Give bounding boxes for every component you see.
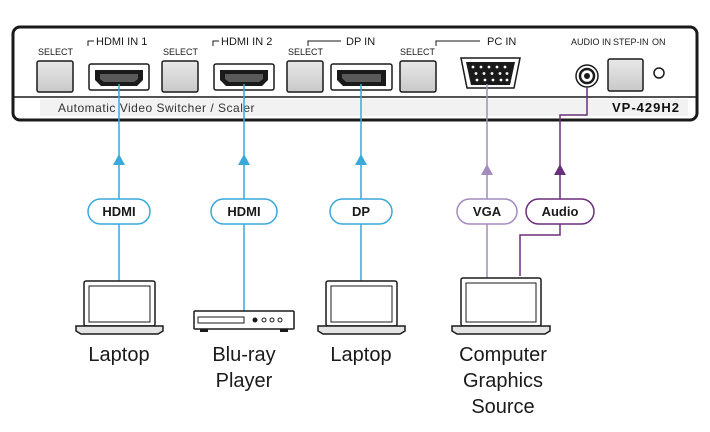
device-subtitle: Automatic Video Switcher / Scaler [58,101,255,115]
caption-computer-line-1: Computer [459,344,547,366]
caption-computer-line-3: Source [471,396,534,418]
cable-tag-vga [456,198,518,225]
audio-jack-icon [575,64,599,88]
select-label-4: SELECT [400,47,436,57]
select-button-dp[interactable] [286,60,324,93]
cable-tag-hdmi-2 [210,198,278,225]
arrow-up-icon [113,154,125,165]
step-in-button[interactable] [607,58,644,92]
panel-footer-strip [40,99,688,116]
select-label-2: SELECT [163,47,199,57]
cable-tag-audio-label: Audio [542,204,579,219]
bluray-player-icon [193,310,295,332]
bracket-dp [307,40,341,46]
label-hdmi-in-1: HDMI IN 1 [96,36,147,48]
select-button-pc[interactable] [399,60,437,93]
vga-port-icon [460,57,521,89]
label-pc-in: PC IN [487,36,516,48]
bracket-pc [435,40,480,46]
cable-tag-dp [329,198,393,225]
power-led-icon [653,67,665,79]
hdmi-port-2-icon [213,63,275,91]
label-audio-in: AUDIO IN [571,37,611,47]
caption-computer-line-2: Graphics [463,370,543,392]
arrow-up-icon [554,164,566,175]
cable-tag-hdmi-2-label: HDMI [227,204,260,219]
source-captions: Laptop Blu-ray Player Laptop Computer Gr… [88,344,547,418]
cable-tag-audio [525,198,595,225]
label-on: ON [652,37,666,47]
caption-laptop-1: Laptop [88,344,149,366]
device-front-panel: SELECT SELECT SELECT SELECT HDMI IN 1 HD… [11,25,699,122]
laptop-2-icon [317,280,406,335]
arrow-up-icon [481,164,493,175]
bracket-hdmi1 [87,40,94,46]
label-dp-in: DP IN [346,36,375,48]
cable-tag-hdmi-1 [87,198,151,225]
cable-tag-dp-label: DP [352,204,370,219]
select-button-hdmi2[interactable] [161,60,199,93]
computer-laptop-icon [451,277,551,335]
bracket-hdmi2 [212,40,219,46]
label-hdmi-in-2: HDMI IN 2 [221,36,272,48]
device-model: VP-429H2 [612,100,680,115]
cable-tag-hdmi-1-label: HDMI [102,204,135,219]
label-step-in: STEP-IN [613,37,649,47]
select-label-3: SELECT [288,47,324,57]
caption-bluray-line-2: Player [216,370,273,392]
displayport-port-icon [330,63,393,91]
caption-laptop-2: Laptop [330,344,391,366]
select-label-1: SELECT [38,47,74,57]
select-button-hdmi1[interactable] [36,60,74,93]
arrow-up-icon [355,154,367,165]
caption-bluray-line-1: Blu-ray [212,344,275,366]
cable-labels: HDMI HDMI DP VGA Audio [87,198,595,225]
cable-tag-vga-label: VGA [473,204,502,219]
arrow-up-icon [238,154,250,165]
laptop-1-icon [75,280,164,335]
